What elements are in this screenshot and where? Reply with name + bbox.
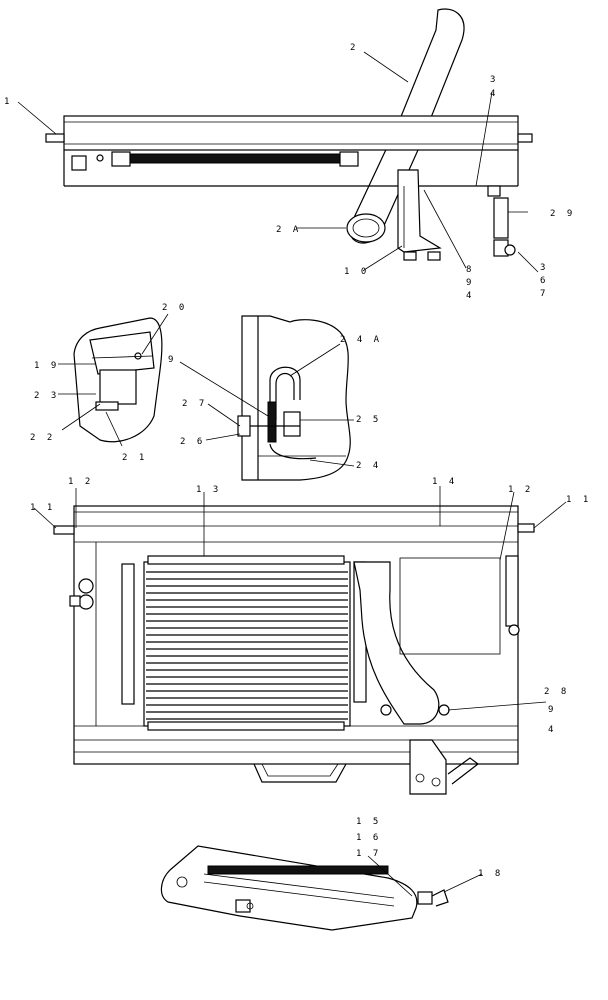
callout-23: 2 3 <box>34 391 59 401</box>
callout-4: 4 <box>466 291 474 301</box>
bottom-view <box>160 845 449 931</box>
condenser-13 <box>143 561 351 727</box>
callout-1: 1 <box>4 97 12 107</box>
callout-14: 1 4 <box>432 477 457 487</box>
hose-main <box>353 561 440 725</box>
callout-3: 3 <box>490 75 498 85</box>
callout-25: 2 5 <box>356 415 381 425</box>
callout-21: 2 1 <box>122 453 147 463</box>
callout-11: 1 1 <box>30 503 55 513</box>
callout-13: 1 3 <box>196 485 221 495</box>
callout-7: 7 <box>540 289 548 299</box>
callout-11: 1 1 <box>566 495 591 505</box>
callout-24: 2 4 <box>356 461 381 471</box>
callout-9: 9 <box>168 355 176 365</box>
support-leg <box>397 169 442 253</box>
detail-clip-view <box>73 317 163 443</box>
callout-17: 1 7 <box>356 849 381 859</box>
callout-12: 1 2 <box>68 477 93 487</box>
callout-27: 2 7 <box>182 399 207 409</box>
condenser-core-side <box>129 153 341 164</box>
handle <box>253 763 347 783</box>
callout-8: 8 <box>466 265 474 275</box>
callout-22: 2 2 <box>30 433 55 443</box>
callout-2A: 2 A <box>276 225 301 235</box>
callout-26: 2 6 <box>180 437 205 447</box>
drier-29 <box>493 197 509 239</box>
callout-9: 9 <box>548 705 556 715</box>
top-view <box>45 8 533 261</box>
clamp-24A <box>269 366 301 420</box>
detail-clamp-view <box>237 315 351 481</box>
callout-18: 1 8 <box>478 869 503 879</box>
callout-4: 4 <box>548 725 556 735</box>
tube-end-2A <box>346 213 386 243</box>
callout-20: 2 0 <box>162 303 187 313</box>
callout-10: 1 0 <box>344 267 369 277</box>
callout-15: 1 5 <box>356 817 381 827</box>
callout-28: 2 8 <box>544 687 569 697</box>
callout-2: 2 <box>350 43 358 53</box>
callout-labels: 1 2 3 4 2 9 2 A 1 0 8 9 4 3 6 7 2 0 1 9 … <box>4 43 591 879</box>
callout-29: 2 9 <box>550 209 575 219</box>
frame-top <box>63 115 519 151</box>
condenser-fins <box>146 571 348 720</box>
callout-6: 6 <box>540 276 548 286</box>
callout-24A: 2 4 A <box>340 335 382 345</box>
callout-4: 4 <box>490 89 498 99</box>
main-view <box>53 505 535 795</box>
callout-16: 1 6 <box>356 833 381 843</box>
callout-9: 9 <box>466 278 474 288</box>
callout-3: 3 <box>540 263 548 273</box>
callout-12: 1 2 <box>508 485 533 495</box>
leader-lines <box>17 51 567 897</box>
callout-19: 1 9 <box>34 361 59 371</box>
